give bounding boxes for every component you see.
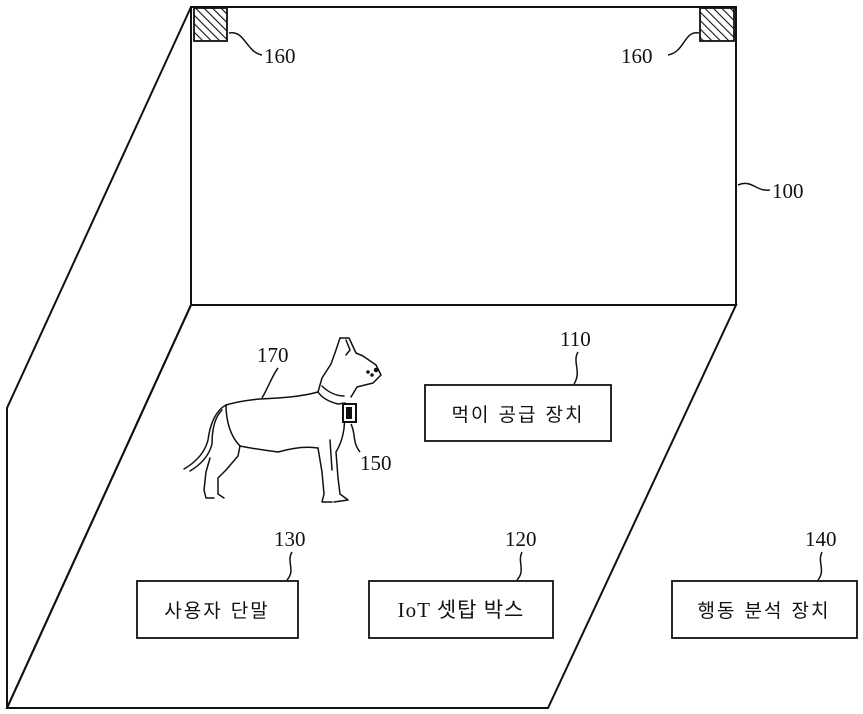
analyzer-box [671, 580, 858, 639]
feeder-leader [573, 351, 579, 385]
collar-ref: 150 [360, 451, 392, 475]
dog-leader [261, 367, 279, 399]
camera-right-leader [667, 32, 700, 56]
feeder-label: 먹이 공급 장치 [452, 404, 585, 426]
camera-left-icon [193, 7, 228, 42]
floor [5, 304, 738, 709]
feeder-ref: 110 [560, 327, 591, 351]
feeder-box [424, 384, 612, 442]
analyzer-ref: 140 [805, 527, 837, 551]
settop-label: IoT 셋탑 박스 [398, 598, 525, 622]
terminal-ref: 130 [274, 527, 306, 551]
dog-ref: 170 [257, 343, 289, 367]
collar-device-screen [346, 407, 352, 419]
camera-right-ref: 160 [621, 44, 653, 68]
settop-ref: 120 [505, 527, 537, 551]
analyzer-label: 행동 분석 장치 [698, 600, 831, 622]
settop-box [368, 580, 554, 639]
terminal-label: 사용자 단말 [164, 600, 269, 622]
room-structure [5, 6, 738, 709]
wall-ref: 100 [772, 179, 804, 203]
camera-left-ref: 160 [264, 44, 296, 68]
wall-leader [737, 182, 771, 191]
camera-right-icon [699, 7, 735, 42]
camera-left-leader [228, 32, 263, 56]
analyzer-leader [817, 551, 823, 581]
settop-leader [516, 551, 523, 581]
dog-icon [183, 337, 382, 503]
terminal-box [136, 580, 299, 639]
collar-leader [350, 423, 361, 453]
terminal-leader [286, 551, 293, 581]
